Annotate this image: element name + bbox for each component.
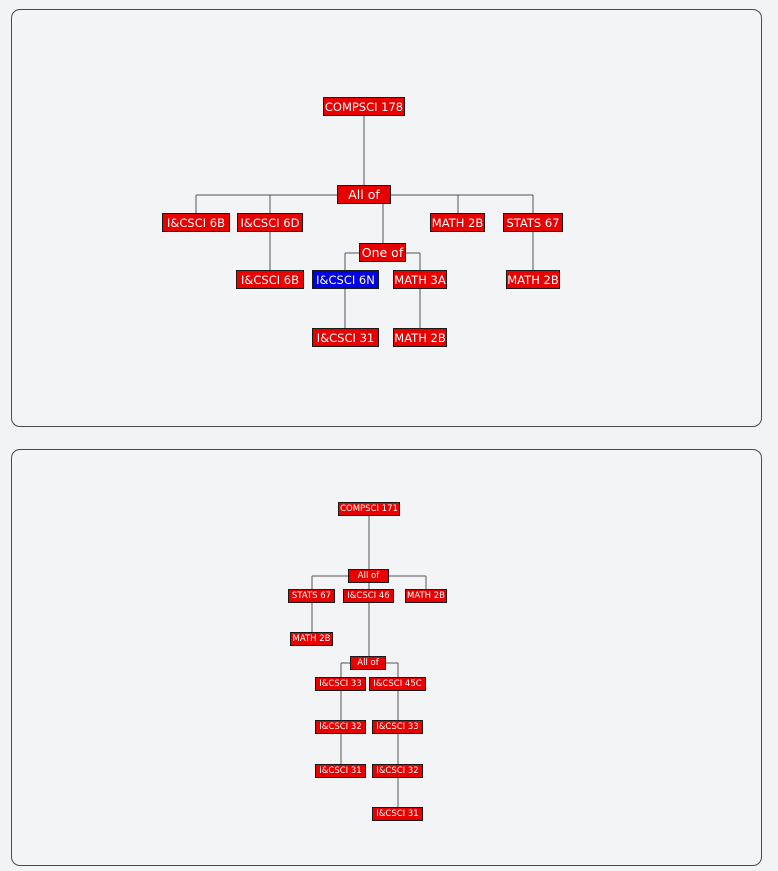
course-node[interactable]: I&CSCI 6D [237,213,303,232]
all-of-group-node[interactable]: All of [348,569,389,583]
course-node[interactable]: MATH 2B [430,213,485,232]
course-node[interactable]: I&CSCI 6B [162,213,230,232]
prerequisite-tree-panel-compsci-178 [11,9,762,427]
course-node[interactable]: I&CSCI 31 [315,764,366,778]
one-of-group-node[interactable]: One of [359,243,406,262]
course-node[interactable]: MATH 2B [405,589,447,603]
all-of-group-node[interactable]: All of [350,656,386,670]
course-node[interactable]: I&CSCI 45C [369,677,426,691]
course-node-root[interactable]: COMPSCI 171 [338,502,400,516]
course-node[interactable]: I&CSCI 46 [343,589,394,603]
prerequisite-tree-panel-compsci-171 [11,449,762,866]
course-node-root[interactable]: COMPSCI 178 [323,97,405,116]
course-node[interactable]: I&CSCI 33 [315,677,366,691]
course-node[interactable]: I&CSCI 32 [315,720,366,734]
course-node[interactable]: I&CSCI 31 [312,328,379,347]
course-node[interactable]: STATS 67 [503,213,563,232]
course-node[interactable]: I&CSCI 33 [372,720,423,734]
course-node[interactable]: MATH 2B [506,270,560,289]
course-node[interactable]: STATS 67 [288,589,335,603]
course-node-highlighted[interactable]: I&CSCI 6N [312,270,379,289]
all-of-group-node[interactable]: All of [337,185,391,204]
course-node[interactable]: I&CSCI 31 [372,807,423,821]
course-node[interactable]: I&CSCI 32 [372,764,423,778]
course-node[interactable]: I&CSCI 6B [236,270,304,289]
course-node[interactable]: MATH 2B [393,328,447,347]
course-node[interactable]: MATH 3A [393,270,447,289]
course-node[interactable]: MATH 2B [290,632,333,646]
